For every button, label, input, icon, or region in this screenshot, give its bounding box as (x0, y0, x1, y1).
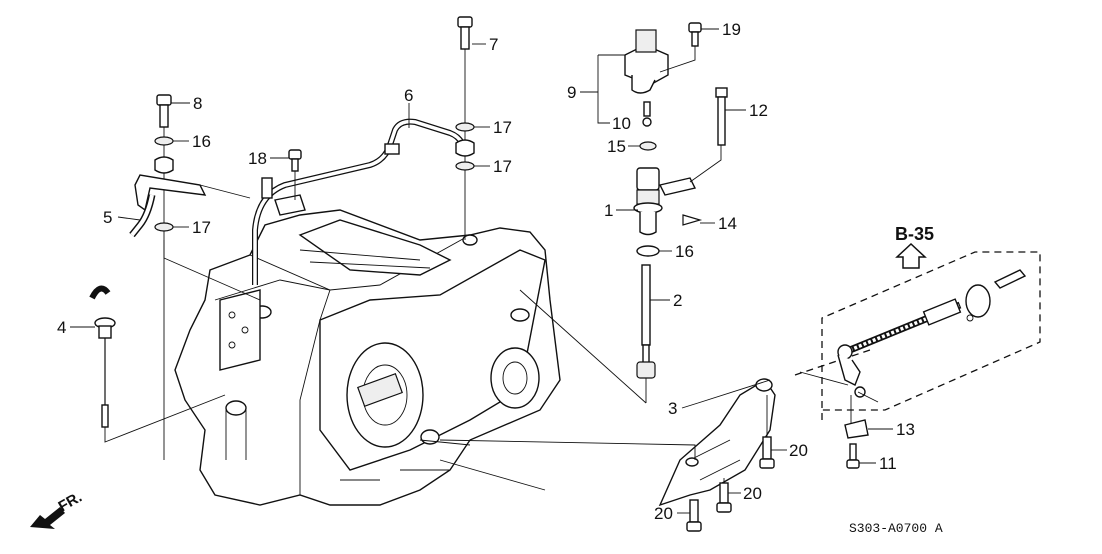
bracket-bolt-11 (846, 443, 860, 469)
callout-3[interactable]: 3 (668, 399, 677, 418)
bolt-18 (288, 149, 302, 200)
callout-15[interactable]: 15 (607, 137, 626, 156)
callout-17[interactable]: 17 (192, 218, 211, 237)
dipstick (89, 285, 226, 443)
callout-6[interactable]: 6 (404, 86, 413, 105)
callout-2[interactable]: 2 (673, 291, 682, 310)
eye-bolt-fitting (455, 139, 475, 157)
callout-4[interactable]: 4 (57, 318, 66, 337)
bolt-19 (659, 22, 702, 73)
callout-14[interactable]: 14 (718, 214, 737, 233)
bolt-8 (156, 94, 172, 460)
callout-8[interactable]: 8 (193, 94, 202, 113)
callout-18[interactable]: 18 (248, 149, 267, 168)
cable-bracket-13 (844, 419, 869, 439)
speed-sensor-assembly (624, 29, 669, 94)
callout-19[interactable]: 19 (722, 20, 741, 39)
callout-17[interactable]: 17 (493, 157, 512, 176)
clip-14 (682, 214, 703, 226)
callout-7[interactable]: 7 (489, 35, 498, 54)
mount-bolt-20c (686, 499, 702, 532)
o-ring-15 (639, 141, 657, 151)
washer-17-a (154, 136, 174, 146)
callout-1[interactable]: 1 (604, 201, 613, 220)
callout-9[interactable]: 9 (567, 83, 576, 102)
transmission-housing (174, 209, 561, 506)
callout-20[interactable]: 20 (789, 441, 808, 460)
speedometer-shaft (519, 264, 656, 404)
callout-13[interactable]: 13 (896, 420, 915, 439)
callout-10[interactable]: 10 (612, 114, 631, 133)
spacer (154, 156, 174, 174)
callout-20[interactable]: 20 (743, 484, 762, 503)
up-arrow-icon (895, 242, 927, 269)
atf-cooler-line (252, 118, 465, 285)
shift-cable-group (794, 251, 1041, 425)
front-arrow-icon (30, 507, 65, 529)
washer-17-d (455, 161, 475, 171)
o-ring-16 (636, 245, 660, 257)
mount-bolt-20a (759, 395, 775, 469)
sensor-housing (633, 167, 697, 236)
washer-17-b (154, 222, 174, 232)
callout-5[interactable]: 5 (103, 208, 112, 227)
sensor-pin-10 (642, 101, 652, 127)
callout-16[interactable]: 16 (675, 242, 694, 261)
callout-leaders (70, 28, 893, 514)
callout-labels: 8 16 17 5 4 18 6 7 17 17 9 10 19 15 12 1… (57, 20, 915, 523)
callout-11[interactable]: 11 (879, 454, 897, 473)
callout-17[interactable]: 16 (192, 132, 211, 151)
stud-bolt-12 (689, 87, 728, 183)
reference-label[interactable]: B-35 (895, 224, 934, 244)
stay-bracket (134, 174, 207, 212)
callout-20[interactable]: 20 (654, 504, 673, 523)
mount-bolt-20b (716, 478, 732, 513)
callout-12[interactable]: 12 (749, 101, 768, 120)
callout-17[interactable]: 17 (493, 118, 512, 137)
mount-bracket (439, 378, 776, 507)
drawing-code: S303-A0700 A (849, 521, 943, 536)
washer-17-c (455, 122, 475, 132)
